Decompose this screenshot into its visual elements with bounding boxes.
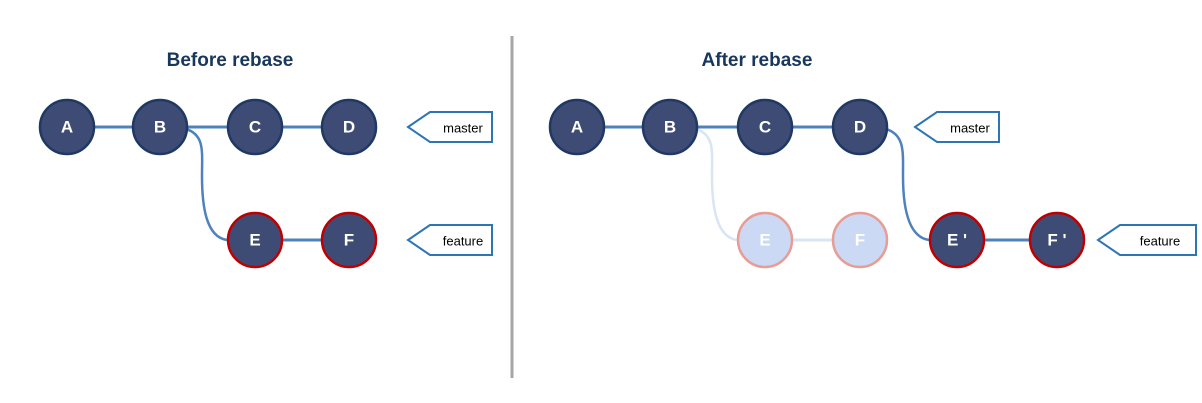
commit-node-f [320, 211, 378, 269]
feature-branch-tag-label-after: feature [1140, 234, 1180, 249]
commit-node-c [226, 98, 284, 156]
commit-node-a [38, 98, 96, 156]
commit-label-c-after: C [759, 118, 771, 137]
commit-label-a-after: A [571, 118, 583, 137]
master-branch-tag-label-after: master [950, 121, 990, 136]
faded-commit-node-e [736, 211, 794, 269]
master-branch-tag [406, 111, 493, 143]
faded-commit-label-f: F [855, 231, 865, 250]
commit-node-d [320, 98, 378, 156]
panel-title-after: After rebase [702, 50, 813, 71]
commit-label-e: E [249, 231, 260, 250]
master-branch-tag-after [913, 111, 1000, 143]
commit-node-e [226, 211, 284, 269]
feature-branch-tag-label: feature [443, 234, 483, 249]
commit-label-c: C [249, 118, 261, 137]
rebase-curve-d-e-prime [885, 127, 930, 242]
commit-label-f: F [344, 231, 354, 250]
commit-node-c-after [736, 98, 794, 156]
branch-curve-b-e [185, 127, 228, 242]
panel-before-rebase: Before rebase A B C D E F master feature [38, 50, 493, 269]
commit-label-d: D [343, 118, 355, 137]
commit-label-f-prime: F ' [1047, 231, 1066, 250]
commit-node-a-after [548, 98, 606, 156]
feature-branch-tag [406, 224, 493, 256]
commit-label-e-prime: E ' [947, 231, 967, 250]
faded-commit-node-f [831, 211, 889, 269]
commit-node-b [131, 98, 189, 156]
commit-label-a: A [61, 118, 73, 137]
commit-node-f-prime [1028, 211, 1086, 269]
faded-commit-label-e: E [759, 231, 770, 250]
feature-branch-tag-after [1096, 224, 1197, 256]
commit-label-d-after: D [854, 118, 866, 137]
commit-node-e-prime [928, 211, 986, 269]
panel-after-rebase: After rebase A B C D E F E ' F ' [548, 50, 1197, 269]
panel-title-before: Before rebase [167, 50, 294, 71]
faded-branch-curve-b-e [695, 127, 738, 242]
commit-node-d-after [831, 98, 889, 156]
commit-node-b-after [641, 98, 699, 156]
master-branch-tag-label: master [443, 121, 483, 136]
commit-label-b: B [154, 118, 166, 137]
commit-label-b-after: B [664, 118, 676, 137]
